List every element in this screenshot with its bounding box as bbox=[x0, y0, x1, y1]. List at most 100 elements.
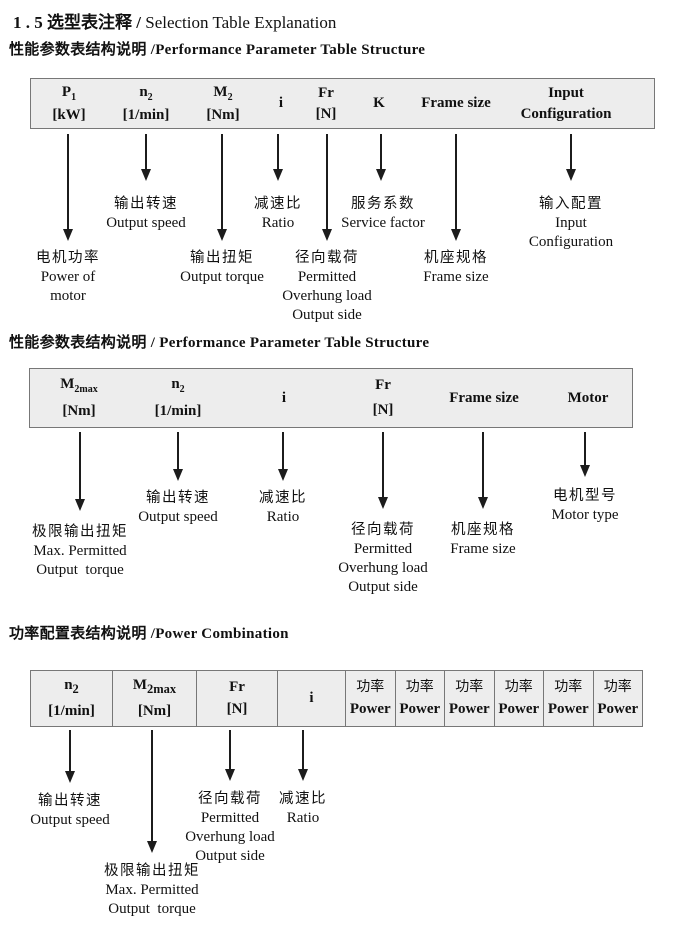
arrow-down bbox=[272, 134, 283, 181]
annotation-service-factor: 服务系数 Service factor bbox=[341, 196, 425, 231]
col-label: n2 bbox=[64, 677, 79, 696]
annotation-overhung-load: 径向载荷 Permitted Overhung load Output side bbox=[338, 522, 428, 595]
annotation-ratio: 减速比 Ratio bbox=[259, 490, 307, 525]
col-unit: [N] bbox=[315, 105, 337, 122]
col-label: M2 bbox=[213, 83, 233, 103]
arrow-down bbox=[62, 134, 73, 241]
page-title: 1 . 5 选型表注释 / Selection Table Explanatio… bbox=[13, 8, 336, 33]
arrow-down bbox=[216, 134, 227, 241]
annotation-overhung-load: 径向载荷 Permitted Overhung load Output side bbox=[185, 791, 275, 864]
annotation-output-torque: 输出扭矩 Output torque bbox=[180, 250, 264, 285]
arrow-down bbox=[377, 432, 388, 509]
col-label: Fr bbox=[229, 679, 245, 695]
col-label: Fr bbox=[318, 84, 334, 101]
col-power-1: 功率 Power bbox=[346, 671, 396, 726]
page-title-en: Selection Table Explanation bbox=[140, 13, 337, 32]
col-unit: Power bbox=[547, 701, 589, 717]
col-fr: Fr [N] bbox=[296, 79, 356, 128]
col-unit: [N] bbox=[226, 701, 248, 717]
annotation-motor-type: 电机型号 Motor type bbox=[551, 488, 619, 523]
col-label: 功率 bbox=[356, 680, 385, 695]
col-frame-size: Frame size bbox=[406, 79, 506, 128]
col-n2: n2 [1/min] bbox=[31, 671, 113, 726]
col-unit: Power bbox=[597, 701, 639, 717]
col-i: i bbox=[264, 369, 304, 427]
col-label: n2 bbox=[139, 83, 153, 103]
annotation-output-speed: 输出转速 Output speed bbox=[30, 793, 110, 828]
col-unit: [1/min] bbox=[122, 106, 170, 123]
col-n2: n2 [1/min] bbox=[136, 369, 220, 427]
col-unit: [Nm] bbox=[62, 403, 96, 419]
col-label: Frame size bbox=[421, 95, 491, 111]
annotation-output-speed: 输出转速 Output speed bbox=[138, 490, 218, 525]
annotation-frame-size: 机座规格 Frame size bbox=[423, 250, 489, 285]
col-label: 功率 bbox=[455, 680, 484, 695]
col-motor: Motor bbox=[553, 369, 623, 427]
col-power-3: 功率 Power bbox=[445, 671, 495, 726]
arrow-down bbox=[64, 730, 75, 783]
col-power-6: 功率 Power bbox=[594, 671, 643, 726]
col-label: Fr bbox=[375, 377, 391, 393]
arrow-down bbox=[74, 432, 85, 511]
power-combination-table: n2 [1/min] M2max [Nm] Fr [N] i 功率 Power … bbox=[30, 670, 643, 727]
section-1-heading: 性能参数表结构说明 /Performance Parameter Table S… bbox=[9, 42, 426, 58]
col-fr: Fr [N] bbox=[197, 671, 278, 726]
arrow-down bbox=[450, 134, 461, 241]
arrow-down bbox=[565, 134, 576, 181]
col-unit: Power bbox=[399, 701, 441, 717]
col-p1: P1 [kW] bbox=[34, 79, 104, 128]
col-power-2: 功率 Power bbox=[396, 671, 445, 726]
col-label: 功率 bbox=[405, 680, 434, 695]
section-3-heading: 功率配置表结构说明 /Power Combination bbox=[9, 626, 289, 642]
col-label: Frame size bbox=[449, 389, 519, 406]
col-power-5: 功率 Power bbox=[544, 671, 594, 726]
arrow-down bbox=[321, 134, 332, 241]
annotation-input-configuration: 输入配置 Input Configuration bbox=[528, 196, 614, 250]
performance-table-1: P1 [kW] n2 [1/min] M2 [Nm] i Fr [N] K Fr… bbox=[30, 78, 655, 129]
col-label: P1 bbox=[61, 83, 77, 103]
col-i: i bbox=[261, 79, 301, 128]
col-unit: [Nm] bbox=[206, 106, 240, 123]
col-label: 功率 bbox=[504, 680, 533, 695]
arrow-down bbox=[146, 730, 157, 853]
col-unit: [N] bbox=[372, 402, 394, 418]
arrow-down bbox=[172, 432, 183, 481]
col-label: 功率 bbox=[603, 680, 632, 695]
col-m2max: M2max [Nm] bbox=[113, 671, 197, 726]
annotation-ratio: 减速比 Ratio bbox=[279, 791, 327, 826]
col-power-4: 功率 Power bbox=[495, 671, 544, 726]
annotation-frame-size: 机座规格 Frame size bbox=[450, 522, 516, 557]
arrow-down bbox=[477, 432, 488, 509]
arrow-down bbox=[375, 134, 386, 181]
page-title-zh: 1 . 5 选型表注释 / bbox=[13, 13, 141, 32]
col-m2max: M2max [Nm] bbox=[37, 369, 121, 427]
col-i: i bbox=[278, 671, 346, 726]
col-unit: Power bbox=[349, 701, 391, 717]
col-k: K bbox=[359, 79, 399, 128]
section-2-heading: 性能参数表结构说明 / Performance Parameter Table … bbox=[9, 335, 430, 351]
annotation-ratio: 减速比 Ratio bbox=[254, 196, 302, 231]
col-unit: [kW] bbox=[52, 106, 86, 123]
col-unit: Power bbox=[448, 701, 490, 717]
arrow-down bbox=[297, 730, 308, 781]
col-label: i bbox=[309, 690, 314, 706]
col-frame-size: Frame size bbox=[434, 369, 534, 427]
annotation-power-of-motor: 电机功率 Power of motor bbox=[36, 250, 100, 304]
annotation-max-output-torque: 极限输出扭矩 Max. Permitted Output torque bbox=[32, 524, 128, 578]
col-unit: [Nm] bbox=[137, 703, 172, 719]
col-n2: n2 [1/min] bbox=[106, 79, 186, 128]
col-fr: Fr [N] bbox=[353, 369, 413, 427]
arrow-down bbox=[277, 432, 288, 481]
col-label: M2max bbox=[60, 376, 98, 395]
col-label: i bbox=[281, 389, 287, 406]
col-label: M2max bbox=[132, 677, 177, 696]
col-unit: Configuration bbox=[520, 105, 612, 122]
col-label: Input bbox=[548, 84, 584, 101]
col-label: n2 bbox=[171, 376, 185, 395]
arrow-down bbox=[140, 134, 151, 181]
col-label: 功率 bbox=[554, 680, 583, 695]
col-unit: [1/min] bbox=[154, 403, 202, 419]
annotation-output-speed: 输出转速 Output speed bbox=[106, 196, 186, 231]
annotation-overhung-load: 径向载荷 Permitted Overhung load Output side bbox=[282, 250, 372, 323]
